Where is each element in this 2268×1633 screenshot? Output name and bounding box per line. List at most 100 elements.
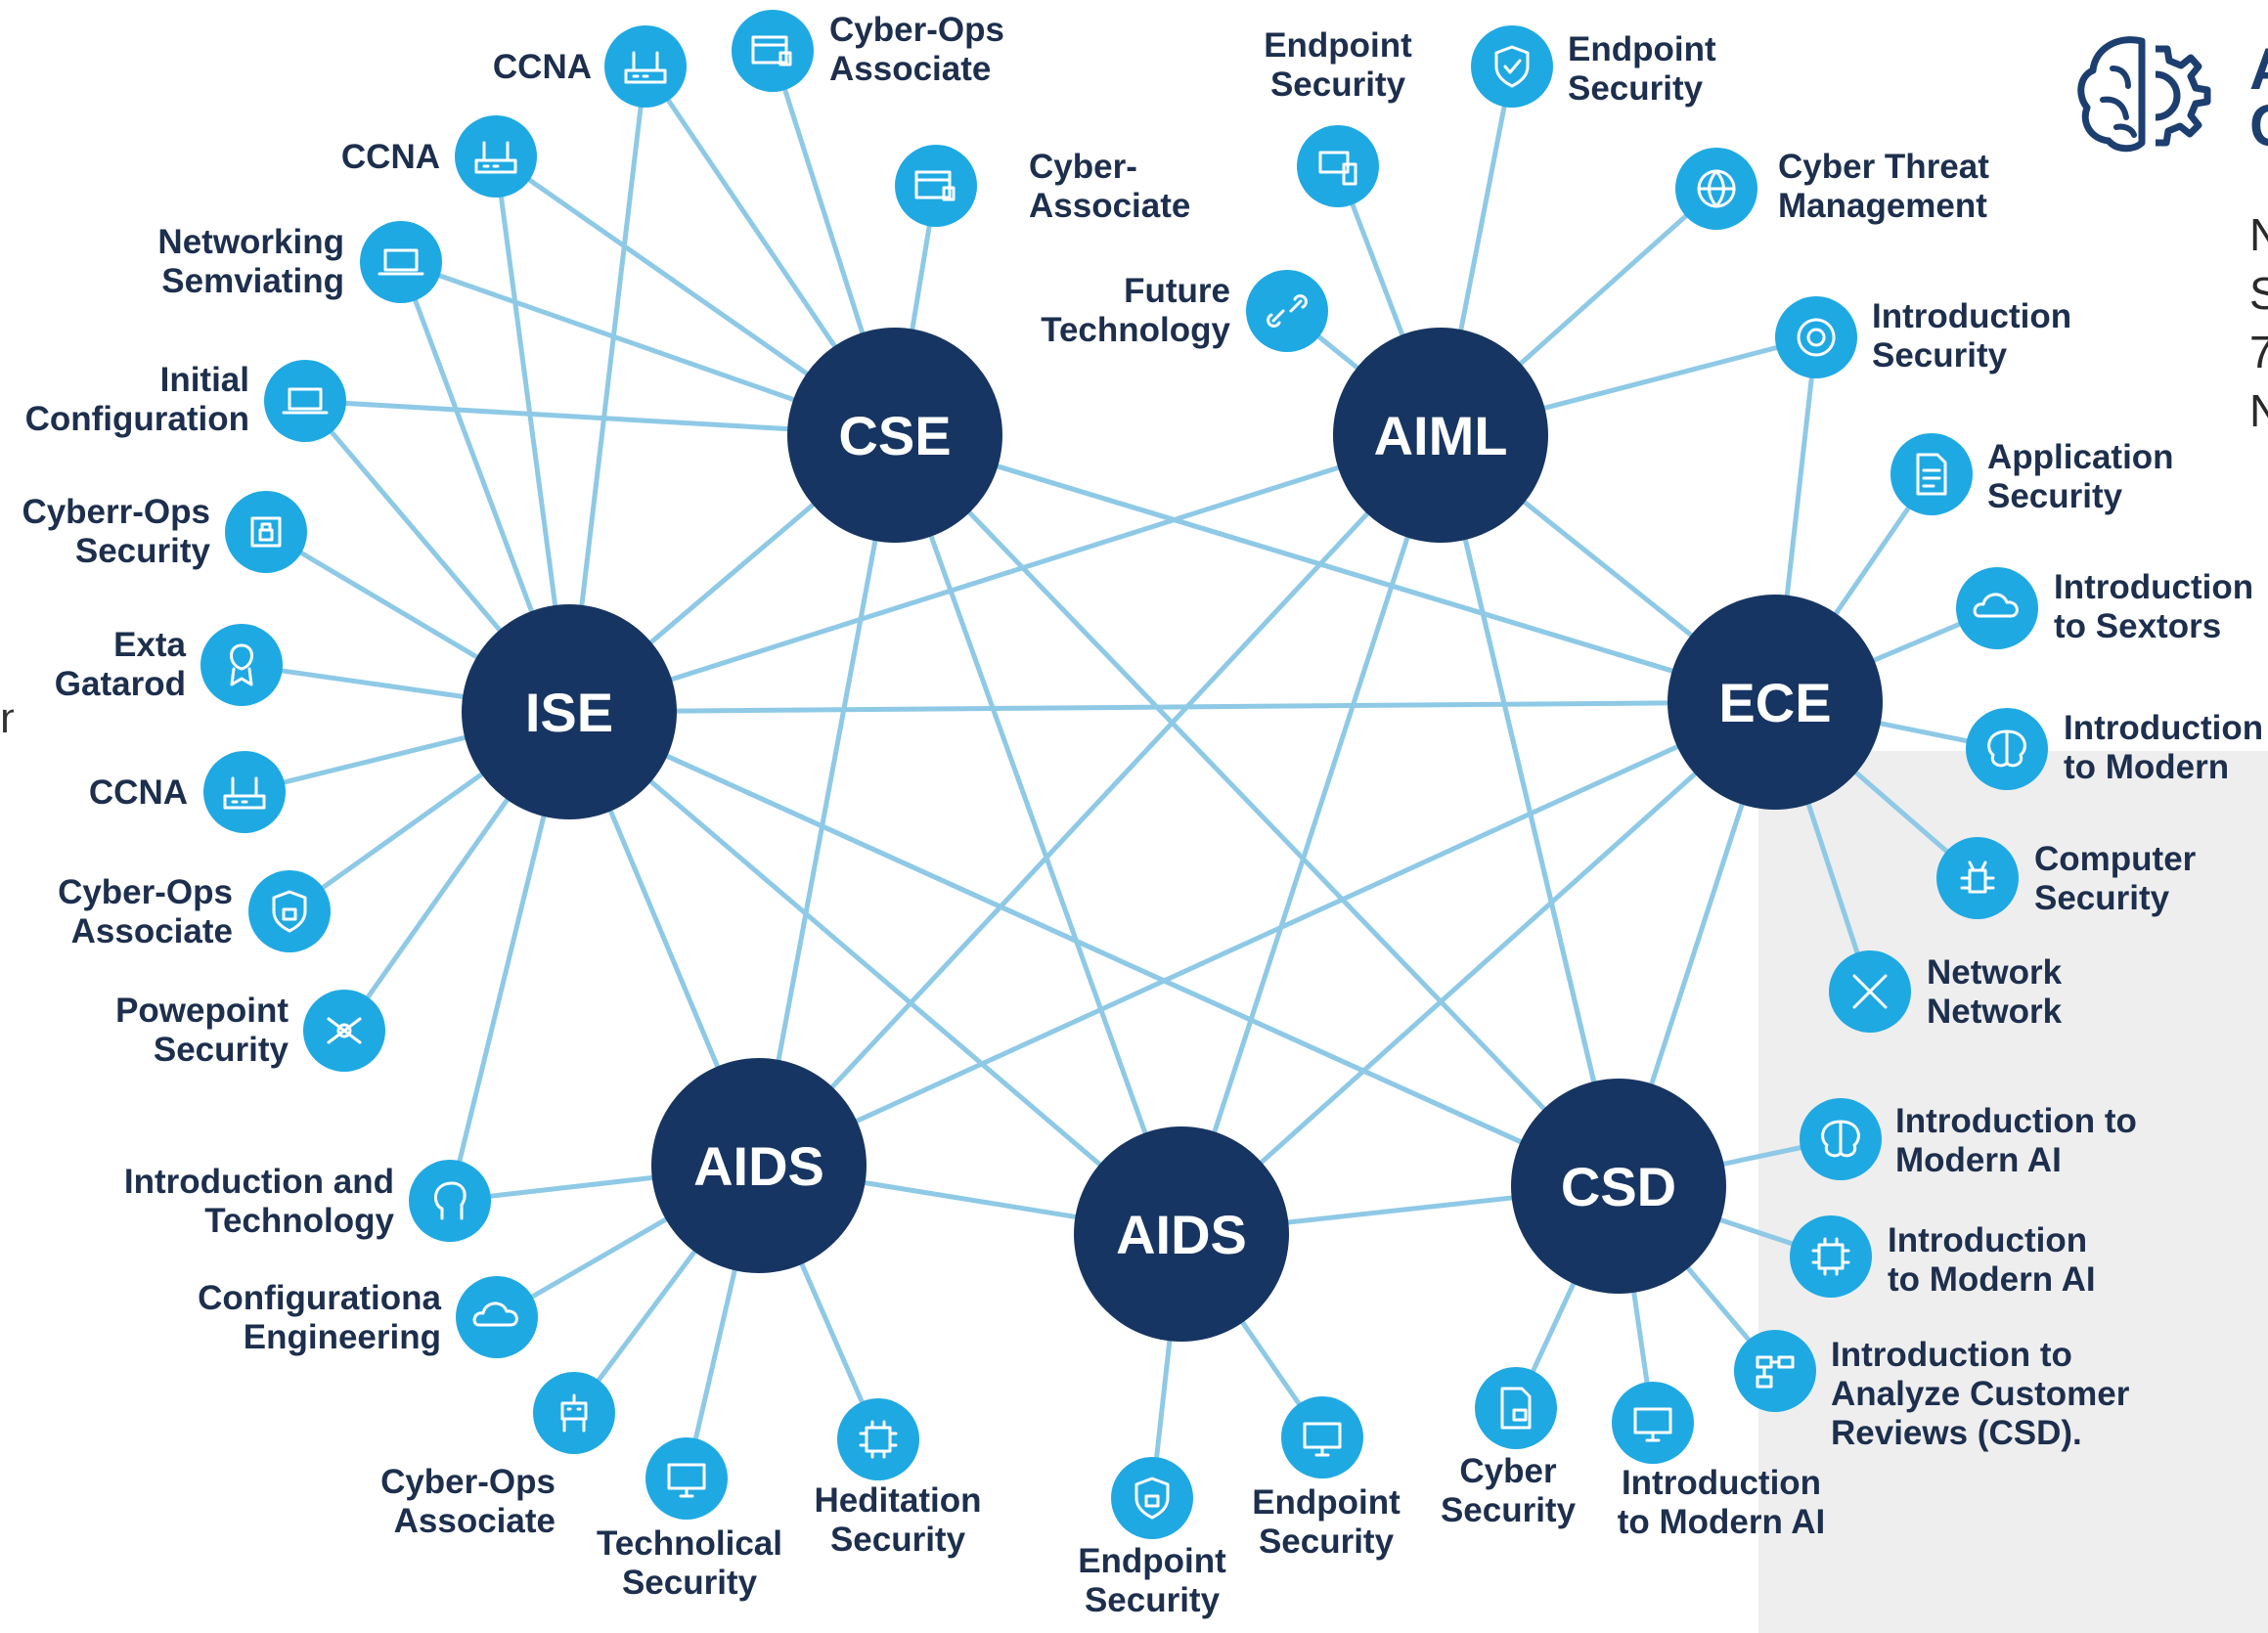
node-label-line: Technology [1041,311,1230,349]
node-circle[interactable] [455,115,537,198]
bug-icon [1960,861,1995,894]
node-circle[interactable] [225,491,307,573]
node-circle[interactable] [1890,433,1973,515]
header-subtitle: N S 7 N [2249,209,2268,430]
topic-node[interactable]: CCNA [341,115,537,198]
node-circle[interactable] [1111,1457,1193,1539]
hub-ece[interactable]: ECE [1668,595,1883,810]
node-circle[interactable] [200,624,283,706]
node-circle[interactable] [895,145,977,227]
node-circle[interactable] [645,1437,728,1520]
node-circle[interactable] [1790,1215,1872,1298]
shield-lock-icon [1134,1477,1170,1520]
robot-icon [560,1393,588,1433]
monitor-icon [667,1463,706,1498]
node-circle[interactable] [1734,1330,1816,1412]
node-circle[interactable] [409,1160,491,1242]
hub-circle[interactable] [462,604,677,819]
hub-circle[interactable] [651,1058,867,1273]
hub-circle[interactable] [1511,1079,1726,1294]
node-circle[interactable] [732,10,814,92]
node-label-line: Introduction [2054,568,2253,606]
brain-icon [1821,1120,1860,1158]
node-circle[interactable] [1471,25,1553,108]
node-label-line: Security [622,1564,758,1602]
topic-node[interactable]: CCNA [493,25,687,108]
node-circle[interactable] [1956,567,2038,649]
node-label-line: Security [2034,879,2170,917]
node-circle[interactable] [1775,296,1857,378]
hub-ise[interactable]: ISE [462,604,677,819]
node-circle[interactable] [1612,1382,1694,1464]
node-circle[interactable] [1475,1367,1557,1449]
node-circle[interactable] [604,25,687,108]
hub-circle[interactable] [787,328,1002,543]
node-circle[interactable] [837,1398,919,1480]
topic-node[interactable]: Cyber-Associate [895,145,1190,227]
hub-csd[interactable]: CSD [1511,1079,1726,1294]
node-label-line: Security [154,1031,289,1069]
connector-line [566,66,648,713]
node-circle[interactable] [1297,125,1379,207]
hub-cse[interactable]: CSE [787,328,1002,543]
node-label-line: Security [1568,69,1704,108]
node-circle[interactable] [248,870,331,952]
node-label-line: Associate [71,912,233,950]
hub-aiml[interactable]: AIML [1333,328,1548,543]
topic-node[interactable]: CCNA [89,751,286,833]
hub-aids2[interactable]: AIDS [1074,1126,1289,1342]
node-label-line: Endpoint [1568,30,1716,68]
hub-aids1[interactable]: AIDS [651,1058,867,1273]
hub-circle[interactable] [1668,595,1883,810]
node-circle[interactable] [456,1276,538,1358]
node-circle[interactable] [533,1372,615,1454]
node-label-line: Cyber-Ops [58,873,233,911]
brain-gear-logo-icon [2077,36,2211,153]
node-circle[interactable] [1936,837,2019,919]
node-circle[interactable] [1281,1396,1363,1479]
node-circle[interactable] [264,360,346,442]
node-circle[interactable] [360,221,442,303]
hub-circle[interactable] [1333,328,1548,543]
hub-circle[interactable] [1074,1126,1289,1342]
node-label-line: Analyze Customer [1831,1375,2130,1413]
node-circle[interactable] [1246,270,1328,352]
node-label-line: Initial [160,361,249,399]
node-circle[interactable] [203,751,286,833]
